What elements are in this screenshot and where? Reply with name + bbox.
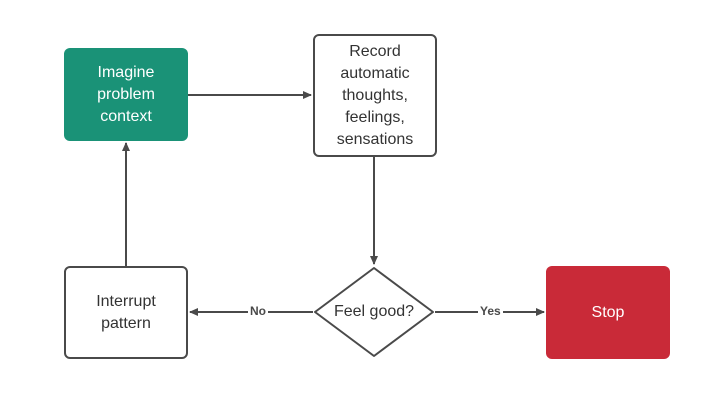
decision-diamond-shape [314,267,434,357]
node-interrupt-pattern[interactable]: Interrupt pattern [64,266,188,359]
edge-label-no: No [248,304,268,318]
node-stop[interactable]: Stop [546,266,670,359]
node-record-thoughts[interactable]: Record automatic thoughts, feelings, sen… [313,34,437,157]
node-imagine-label: Imagine problem context [97,63,155,125]
node-imagine-problem-context[interactable]: Imagine problem context [64,48,188,141]
node-interrupt-label: Interrupt pattern [96,292,156,332]
node-record-label: Record automatic thoughts, feelings, sen… [336,42,414,148]
edge-label-yes: Yes [478,304,503,318]
decision-label: Feel good? [333,303,415,320]
decision-feel-good[interactable]: Feel good? [313,266,435,358]
node-stop-label: Stop [591,303,625,321]
